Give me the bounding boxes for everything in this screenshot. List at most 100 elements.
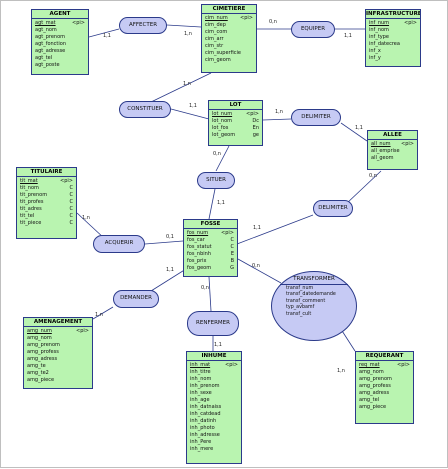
card-renfermer-fosse: 0,n <box>201 285 209 291</box>
attribute-name: inh_titre <box>190 369 211 375</box>
relation-situer[interactable]: SITUER <box>197 172 235 189</box>
attribute-agent-6: agt_poste <box>35 62 85 69</box>
attribute-annotation: <pi> <box>221 230 234 236</box>
attribute-name: agt_prenom <box>35 34 65 40</box>
attribute-name: agt_poste <box>35 62 60 68</box>
attribute-name: inh_datinh <box>190 418 217 424</box>
relation-delimiter-allee-fosse[interactable]: DELIMITER <box>313 200 353 217</box>
attribute-name: cim_geom <box>205 57 231 63</box>
attribute-annotation: <pi> <box>76 328 89 334</box>
relation-attribute-4: transf_cult <box>286 311 312 317</box>
attribute-name: lot_geom <box>212 132 236 138</box>
attribute-name: cim_superficie <box>205 50 241 56</box>
relation-constituer[interactable]: CONSTITUER <box>119 101 171 118</box>
relation-equiper[interactable]: EQUIPER <box>291 21 335 38</box>
attribute-name: amg_profess <box>359 383 391 389</box>
attribute-allee-1: all_emprise <box>371 148 414 155</box>
attribute-name: agt_fonction <box>35 41 67 47</box>
attribute-amenagement-4: amg_adress <box>27 356 89 363</box>
attribute-annotation: Dc <box>252 118 259 124</box>
attribute-name: agt_nom <box>35 27 57 33</box>
attribute-requerant-6: amg_piece <box>359 404 410 411</box>
attribute-name: amg_adress <box>27 356 58 362</box>
attribute-annotation: C <box>230 244 235 250</box>
attribute-amenagement-2: amg_prenom <box>27 342 89 349</box>
entity-lot-title: LOT <box>209 101 262 110</box>
attribute-inhume-8: inh_datinh <box>190 418 238 425</box>
relation-renfermer[interactable]: RENFERMER <box>187 311 239 336</box>
card-delimiter2-fosse: 1,1 <box>253 225 261 231</box>
attribute-allee-2: all_geom <box>371 155 414 162</box>
attribute-name: amg_piece <box>27 377 55 383</box>
attribute-amenagement-6: amg_te2 <box>27 370 89 377</box>
attribute-name: tit_tel <box>20 213 35 219</box>
attribute-name: fos_num <box>187 230 209 236</box>
attribute-name: lot_fos <box>212 125 229 131</box>
attribute-titulaire-0: tit_mat<pi> <box>20 178 73 185</box>
attribute-name: amg_num <box>27 328 52 334</box>
attribute-name: inh_mat <box>190 362 211 368</box>
attribute-annotation: <pi> <box>240 15 253 21</box>
attribute-inhume-6: inh_datnaiss <box>190 404 238 411</box>
link-titulaire-acquerir <box>76 212 106 240</box>
relation-affecter[interactable]: AFFECTER <box>119 17 167 34</box>
relation-acquerir[interactable]: ACQUERIR <box>93 235 145 253</box>
attribute-annotation: <pi> <box>401 141 414 147</box>
attribute-annotation: C <box>69 206 74 212</box>
attribute-amenagement-3: amg_profess <box>27 349 89 356</box>
attribute-name: inf_num <box>369 20 390 26</box>
attribute-name: cim_num <box>205 15 228 21</box>
attribute-name: amg_te2 <box>27 370 49 376</box>
attribute-inhume-0: inh_mat<pi> <box>190 362 238 369</box>
attribute-name: all_emprise <box>371 148 400 154</box>
entity-fosse-title: FOSSE <box>184 220 237 229</box>
link-lot-situer <box>215 145 230 172</box>
attribute-cimetiere-4: cim_str <box>205 43 253 50</box>
attribute-name: inh_photo <box>190 425 215 431</box>
attribute-amenagement-1: amg_nom <box>27 335 89 342</box>
attribute-name: inh_age <box>190 397 210 403</box>
card-demander-amenagement: 1,n <box>95 312 103 318</box>
relation-attribute-0: transf_num <box>286 286 314 291</box>
card-transformer-fosse: 0,n <box>252 263 260 269</box>
attribute-requerant-4: amg_adress <box>359 390 410 397</box>
attribute-name: lot_nom <box>212 118 233 124</box>
attribute-name: inf_nom <box>369 27 389 33</box>
attribute-name: cim_com <box>205 29 228 35</box>
link-constituer-lot <box>170 108 210 120</box>
relation-delimiter-lot-allee[interactable]: DELIMITER <box>291 109 341 126</box>
card-affecter-agent: 1,1 <box>103 33 111 39</box>
relation-transformer-label: TRANSFORMER <box>280 275 348 285</box>
link-acquerir-fosse <box>144 240 184 245</box>
link-demander-amenagement <box>92 306 114 320</box>
attribute-name: cim_arr <box>205 36 224 42</box>
card-acquerir-fosse: 0,1 <box>166 234 174 240</box>
relation-acquerir-label: ACQUERIR <box>104 240 134 246</box>
link-delimiter-allee <box>340 122 368 142</box>
attribute-cimetiere-5: cim_superficie <box>205 50 253 57</box>
link-situer-fosse <box>208 188 216 220</box>
card-renfermer-inhume: 1,1 <box>214 342 222 348</box>
attribute-name: fos_prix <box>187 258 207 264</box>
relation-demander[interactable]: DEMANDER <box>113 290 159 308</box>
attribute-annotation: G <box>230 265 234 271</box>
attribute-name: inh_mere <box>190 446 214 452</box>
card-acquerir-titulaire: 1,n <box>82 215 90 221</box>
